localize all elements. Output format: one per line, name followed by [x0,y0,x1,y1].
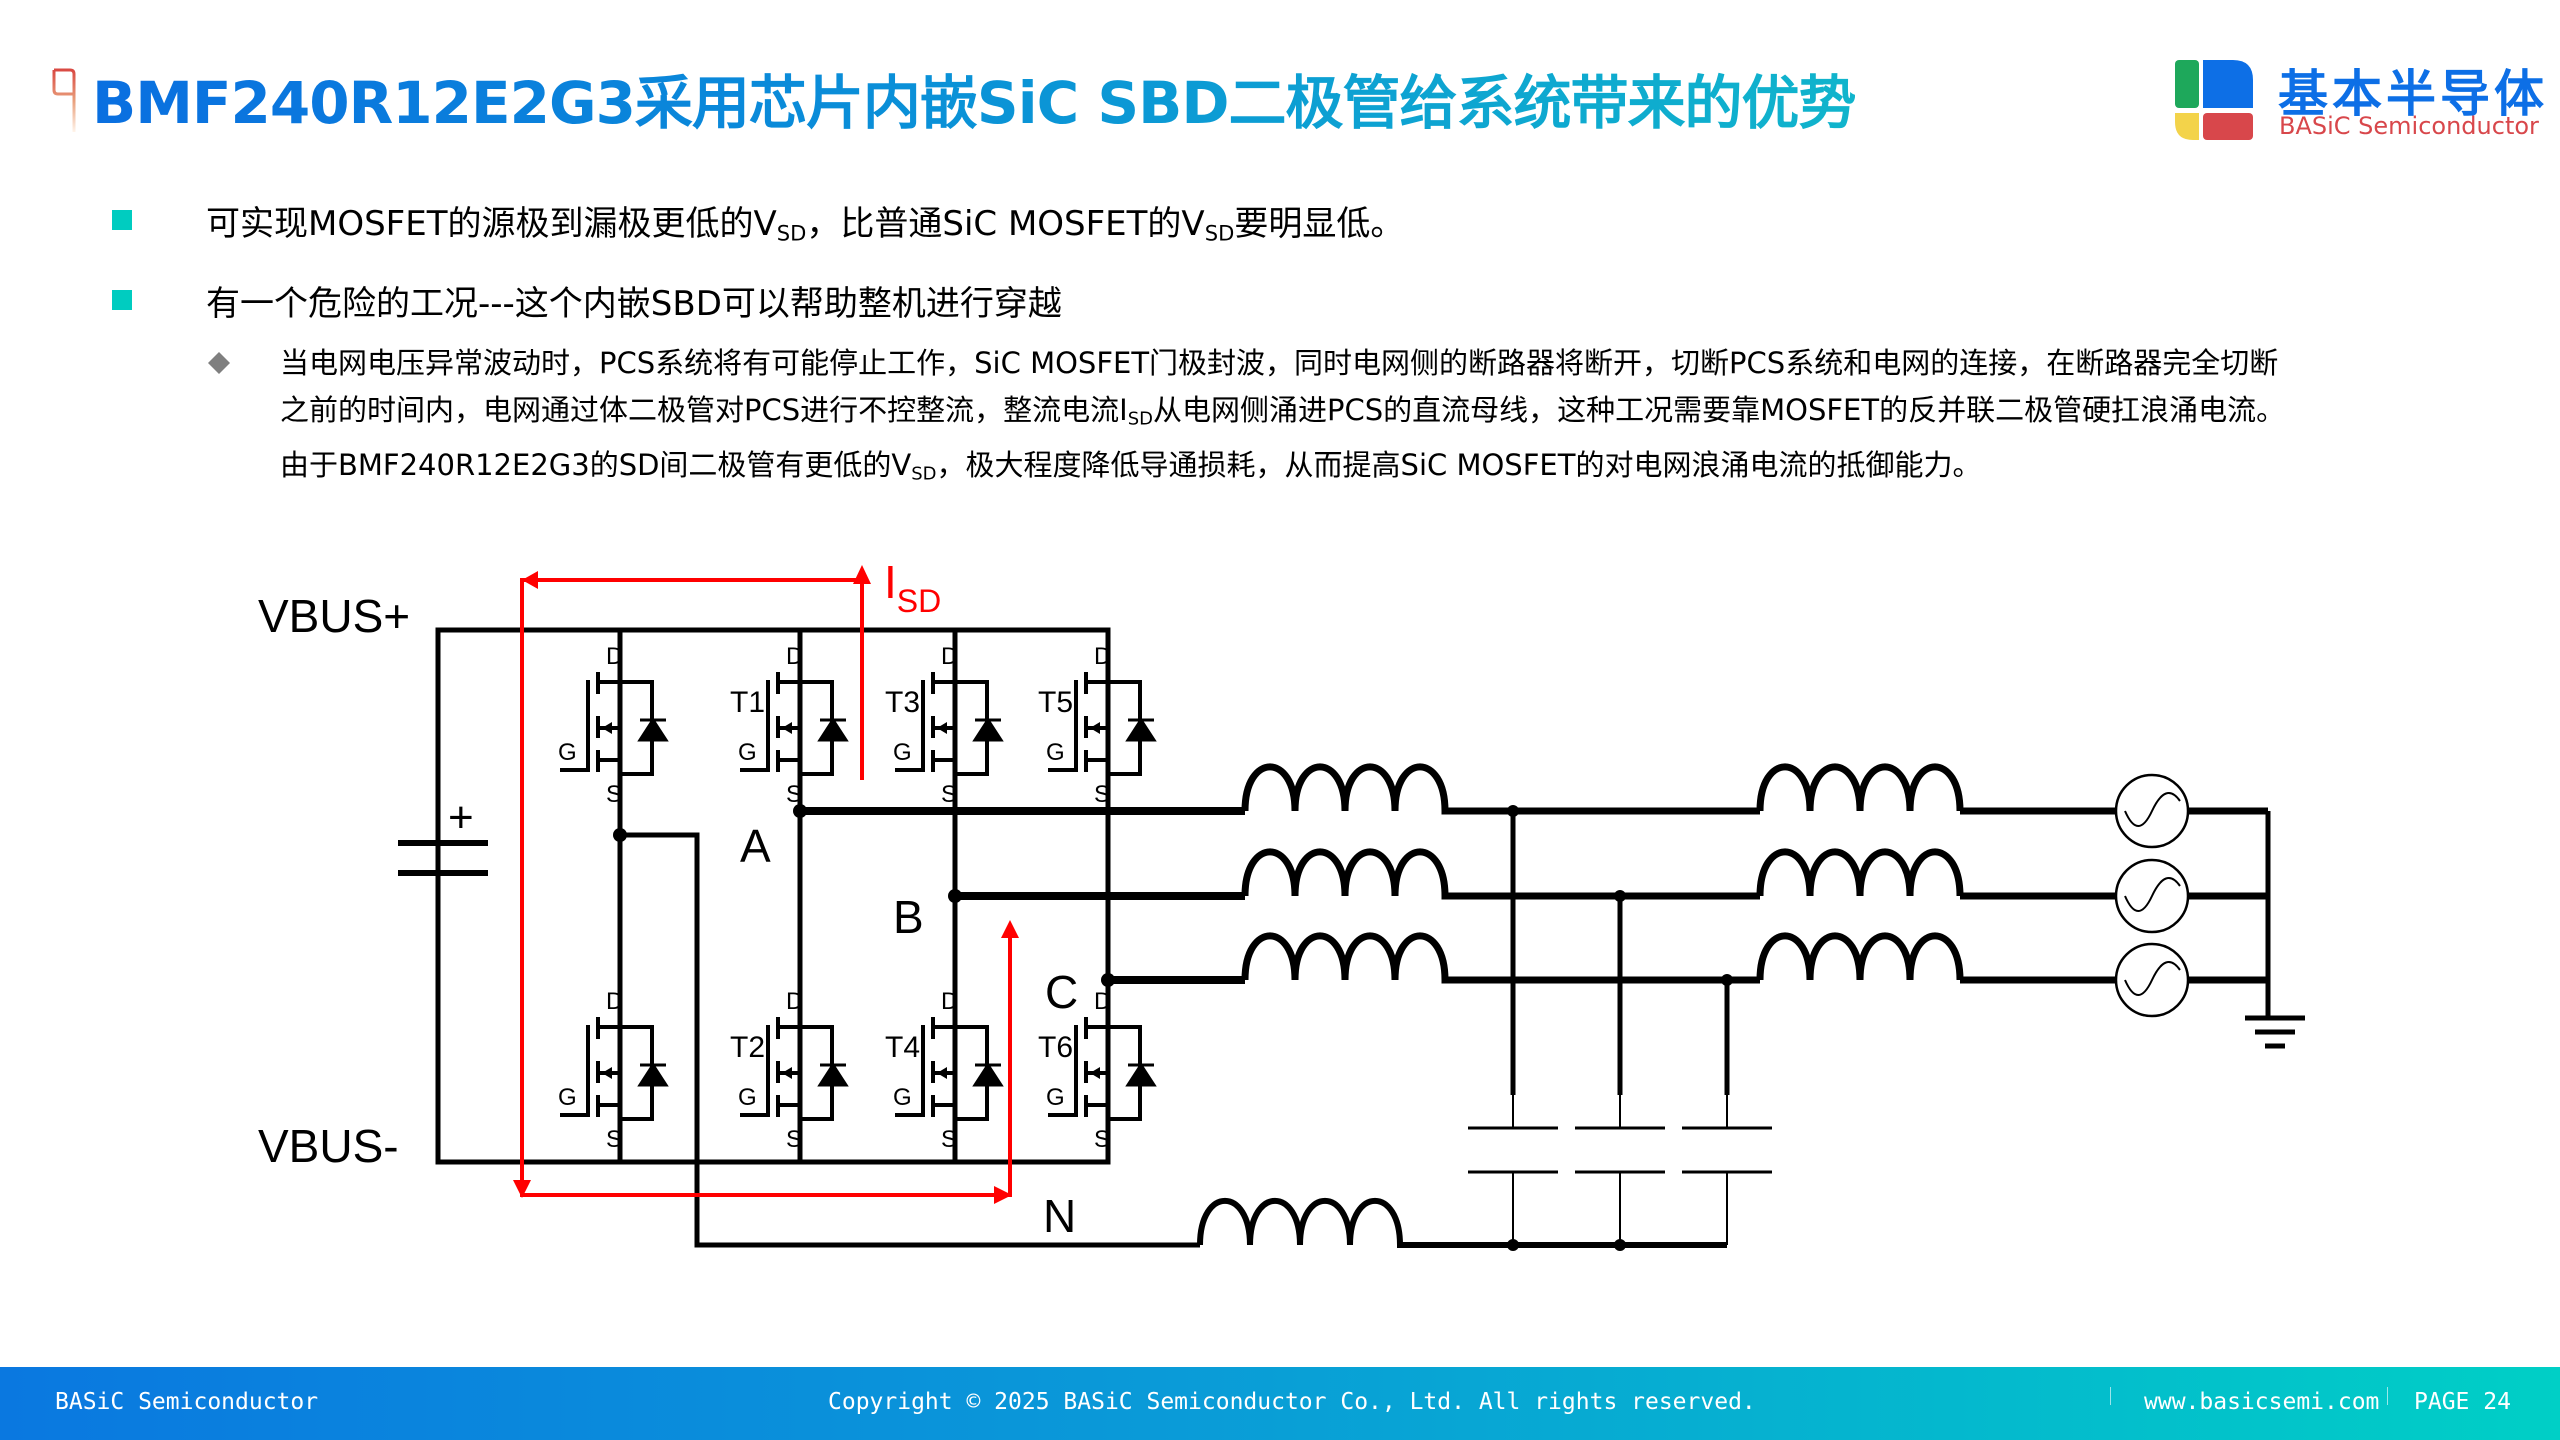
mosfet-switch: D G S T1 [730,643,849,808]
footer-company: BASiC Semiconductor [55,1389,319,1415]
junction-dot [613,828,627,842]
filter-inductor [1241,848,1700,900]
switch-label: T4 [885,1031,920,1064]
pin-d-label: D [606,988,623,1015]
switch-label: T3 [885,686,920,719]
arrow-up-icon [1001,920,1019,938]
pin-g-label: G [1046,1084,1065,1111]
pin-s-label: S [1094,1126,1110,1153]
mosfet-switch: D G S T4 [885,988,1004,1153]
arrow-up-icon [853,565,871,584]
isd-current-path [520,578,1012,1197]
pin-g-label: G [893,1084,912,1111]
pin-g-label: G [558,1084,577,1111]
bracket-marker-icon [52,68,76,132]
grid-inductor [1700,848,2268,900]
filter-inductor [1241,932,1700,984]
pin-s-label: S [941,781,957,808]
footer-divider [2110,1387,2111,1405]
sub-bullet-paragraph: 当电网电压异常波动时，PCS系统将有可能停止工作，SiC MOSFET门极封波，… [280,346,2286,485]
logo-en-text: BASiC Semiconductor [2279,112,2539,140]
vbus-plus-label: VBUS+ [258,590,410,642]
dc-bus-wire [435,627,1111,1165]
diamond-bullet-icon [208,352,230,374]
pin-g-label: G [738,739,757,766]
pin-d-label: D [786,988,803,1015]
pin-g-label: G [893,739,912,766]
arrow-down-icon [513,1180,531,1198]
junction-dot [1101,973,1115,987]
mosfet-switch: D G S T3 [885,643,1004,808]
junction-dot [793,804,807,818]
arrow-right-icon [994,1186,1012,1204]
mosfet-switch: D G S [558,643,669,808]
footer-divider [2387,1387,2388,1405]
mosfet-switch: D G S [558,988,669,1153]
filter-inductor [1241,763,1700,815]
square-bullet-icon [112,210,132,230]
pin-g-label: G [558,739,577,766]
node-n-label: N [1043,1190,1076,1242]
pin-d-label: D [941,988,958,1015]
footer-copyright: Copyright © 2025 BASiC Semiconductor Co.… [828,1389,1756,1415]
node-a-label: A [740,820,771,872]
ac-source-icon [2114,858,2190,934]
pin-s-label: S [1094,781,1110,808]
pin-s-label: S [606,781,622,808]
ground-icon [2245,811,2305,1049]
node-c-label: C [1045,966,1078,1018]
logo-cn-text: 基本半导体 [2278,65,2548,123]
pin-d-label: D [1094,988,1111,1015]
neutral-inductor [1197,1198,1727,1248]
pin-d-label: D [606,643,623,670]
square-bullet-icon [112,290,132,310]
ac-source-icon [2114,773,2190,849]
switch-label: T1 [730,686,765,719]
pin-s-label: S [606,1126,622,1153]
pin-s-label: S [941,1126,957,1153]
pin-d-label: D [941,643,958,670]
grid-side-filter [1197,763,2305,1251]
bullet-text: 有一个危险的工况---这个内嵌SBD可以帮助整机进行穿越 [206,284,1062,324]
vbus-minus-label: VBUS- [258,1120,399,1172]
pin-d-label: D [786,643,803,670]
mosfet-switch: D G S T5 [1038,643,1157,808]
page-title: BMF240R12E2G3采用芯片内嵌SiC SBD二极管给系统带来的优势 [92,56,1856,140]
junction-dot [948,889,962,903]
pin-g-label: G [1046,739,1065,766]
switch-label: T5 [1038,686,1073,719]
bullet-text: 可实现MOSFET的源极到漏极更低的VSD，比普通SiC MOSFET的VSD要… [206,204,1405,246]
pin-g-label: G [738,1084,757,1111]
footer-url-link[interactable]: www.basicsemi.com [2144,1389,2380,1415]
pin-d-label: D [1094,643,1111,670]
switch-label: T6 [1038,1031,1073,1064]
isd-label: ISD [884,556,941,619]
mosfet-switch: D G S T6 [1038,988,1157,1153]
pin-s-label: S [786,781,802,808]
logo-mark-icon [2175,60,2253,140]
ac-source-icon [2114,942,2190,1018]
cap-plus-label: + [448,793,474,842]
pin-s-label: S [786,1126,802,1153]
company-logo: 基本半导体 BASiC Semiconductor [2175,60,2544,150]
mosfet-switch: D G S T2 [730,988,849,1153]
footer-bar: BASiC Semiconductor Copyright © 2025 BAS… [0,1367,2560,1440]
grid-inductor [1700,932,2268,984]
node-b-label: B [893,891,924,943]
page-number: PAGE 24 [2414,1389,2511,1415]
grid-inductor [1700,763,2268,815]
switch-label: T2 [730,1031,765,1064]
arrow-left-icon [522,571,538,589]
